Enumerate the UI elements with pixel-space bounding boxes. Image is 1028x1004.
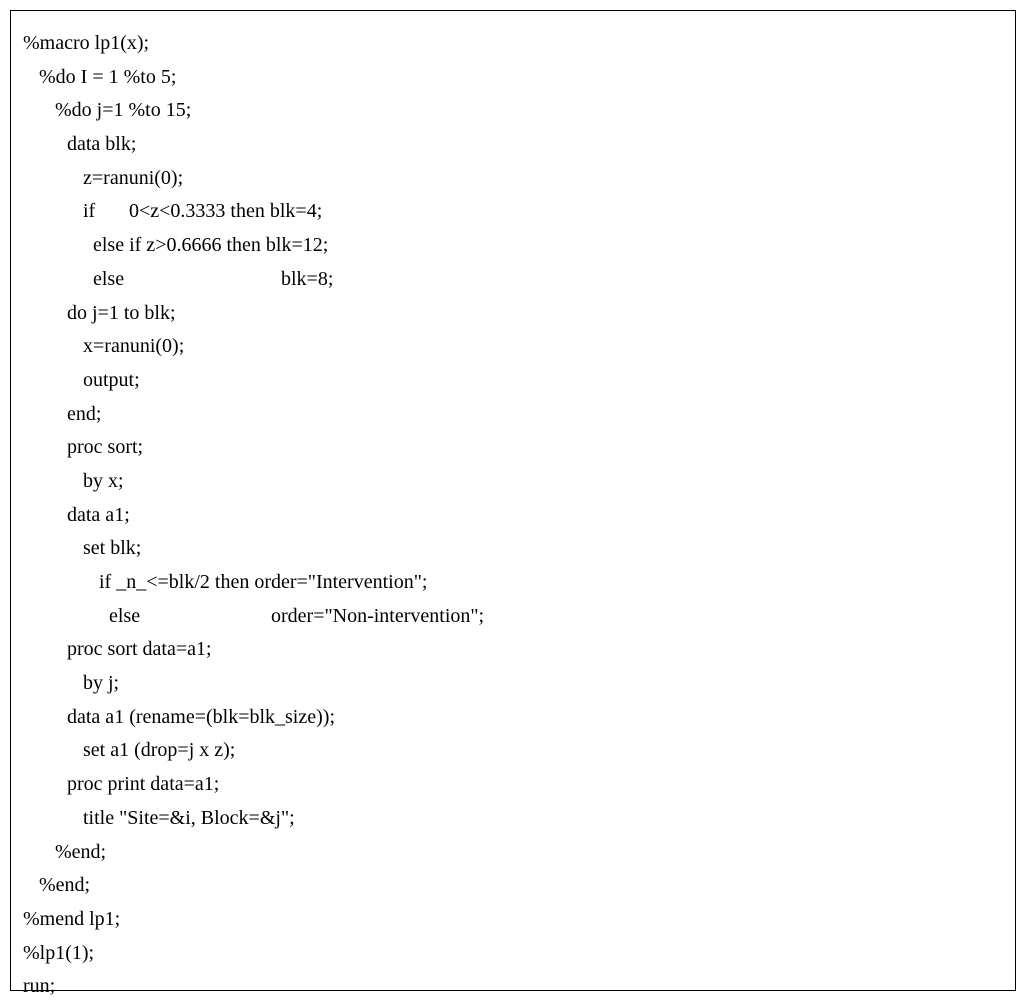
code-text: end; [67,402,102,425]
code-text: else [93,267,125,290]
code-line: %do j=1 %to 15; [11,94,1015,128]
code-text: blk=8; [281,267,334,290]
code-text: do j=1 to blk; [67,301,176,324]
code-line: %end; [11,869,1015,903]
code-text: proc print data=a1; [67,773,220,796]
code-line: by x; [11,465,1015,499]
code-line: z=ranuni(0); [11,162,1015,196]
code-text: order="Non-intervention"; [271,604,485,627]
code-text: set a1 (drop=j x z); [83,739,236,762]
code-line: end; [11,398,1015,432]
code-text: by j; [83,672,120,695]
code-line: proc sort; [11,431,1015,465]
code-text: 0<z<0.3333 then blk=4; [129,200,323,223]
code-text: else [109,604,141,627]
code-line: proc sort data=a1; [11,633,1015,667]
code-text: run; [23,975,56,998]
code-text: title "Site=&i, Block=&j"; [83,806,295,829]
code-line: %end; [11,836,1015,870]
code-line: do j=1 to blk; [11,297,1015,331]
code-text: z=ranuni(0); [83,166,184,189]
code-line: else blk=8; [11,263,1015,297]
code-text: if _n_<=blk/2 then order="Intervention"; [99,571,428,593]
code-text: %end; [39,874,91,897]
code-text: %macro lp1(x); [23,32,150,54]
code-text: set blk; [83,537,142,560]
code-text: %lp1(1); [23,941,95,964]
code-line: else order="Non-intervention"; [11,600,1015,634]
code-line: x=ranuni(0); [11,330,1015,364]
code-listing-box: %macro lp1(x); %do I = 1 %to 5; %do j=1 %t… [10,10,1016,997]
code-line: data a1; [11,499,1015,533]
code-line: data blk; [11,128,1015,162]
code-text: if [83,200,96,223]
code-lines: %macro lp1(x); %do I = 1 %to 5; %do j=1 %t… [11,27,1015,1004]
code-line: title "Site=&i, Block=&j"; [11,802,1015,836]
code-line: set a1 (drop=j x z); [11,734,1015,768]
code-line: %mend lp1; [11,903,1015,937]
code-line: run; [11,970,1015,1004]
code-line: %macro lp1(x); [11,27,1015,61]
code-line: by j; [11,667,1015,701]
code-text: data a1; [67,503,130,526]
code-text: %do j=1 %to 15; [55,99,192,122]
code-text: output; [83,368,140,391]
code-line: output; [11,364,1015,398]
code-text: else if z>0.6666 then blk=12; [93,234,329,257]
code-text: x=ranuni(0); [83,335,185,358]
code-line: data a1 (rename=(blk=blk_size)); [11,701,1015,735]
code-line: %do I = 1 %to 5; [11,61,1015,95]
code-text: %end; [55,840,107,863]
code-line: %lp1(1); [11,937,1015,971]
code-line: if 0<z<0.3333 then blk=4; [11,195,1015,229]
code-text: %mend lp1; [23,907,121,930]
code-text: proc sort; [67,436,144,459]
code-text: data blk; [67,133,137,156]
code-text: data a1 (rename=(blk=blk_size)); [67,705,335,728]
code-text: by x; [83,469,124,492]
code-line: set blk; [11,532,1015,566]
code-line: else if z>0.6666 then blk=12; [11,229,1015,263]
code-text: %do I = 1 %to 5; [39,65,177,88]
code-line: if _n_<=blk/2 then order="Intervention"; [11,566,1015,600]
code-text: proc sort data=a1; [67,638,212,661]
code-line: proc print data=a1; [11,768,1015,802]
